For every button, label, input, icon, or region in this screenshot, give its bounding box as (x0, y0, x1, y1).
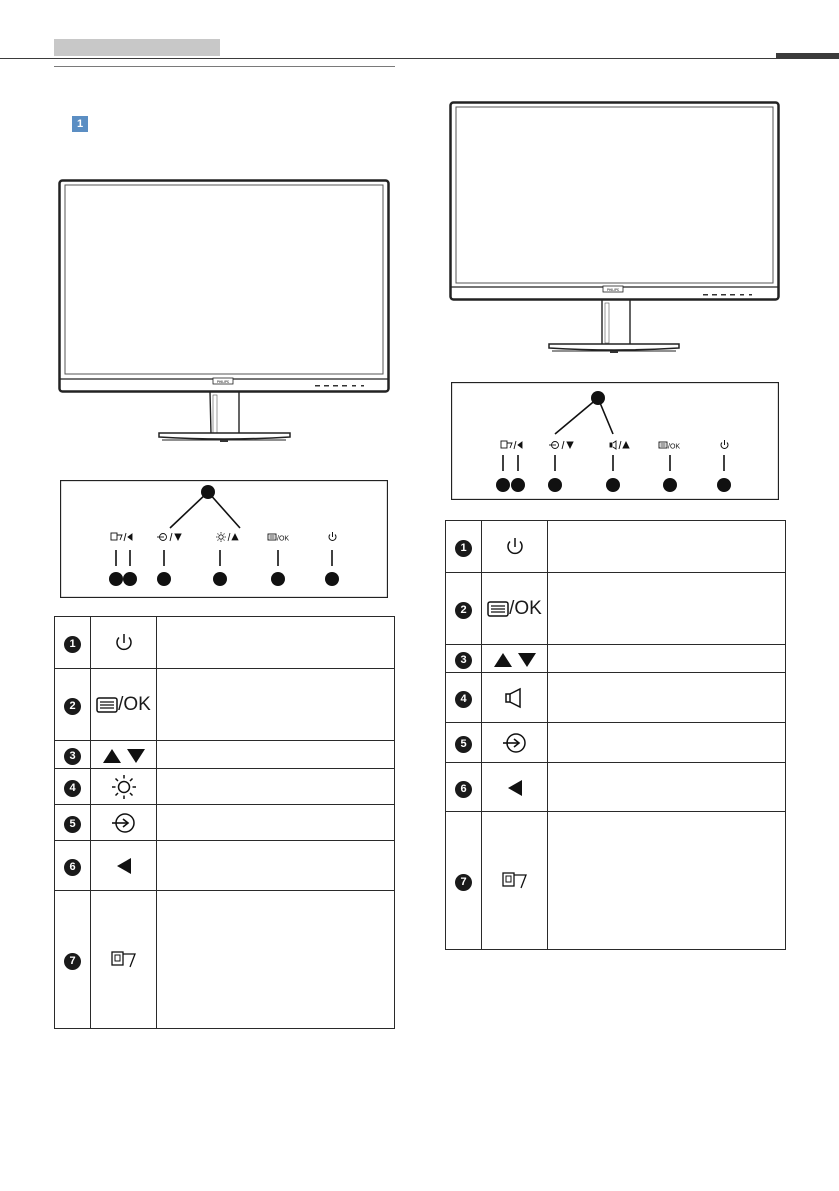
row-description (156, 740, 395, 769)
input-icon (111, 812, 135, 833)
power-label (720, 440, 729, 449)
row-number: 1 (64, 636, 81, 653)
row-number: 4 (455, 691, 472, 708)
volume-up-label (609, 440, 630, 450)
smartimage-icon (501, 872, 527, 888)
table-row: 2 /OK (445, 572, 786, 645)
row-number: 7 (64, 953, 81, 970)
row-description (156, 890, 395, 1029)
input-icon (502, 732, 526, 753)
top-rule (0, 58, 776, 60)
table-row: 7 (445, 811, 786, 950)
callout-dot-6 (511, 478, 525, 492)
row-number: 6 (64, 859, 81, 876)
menu-ok-label-text: /OK (277, 536, 289, 543)
row-number: 6 (455, 780, 472, 798)
monitor-front-left: PHILIPS (58, 179, 390, 442)
smartimage-back-label (110, 532, 133, 542)
table-row: 6 (445, 762, 786, 812)
callout-dot-4 (213, 572, 227, 586)
volume-icon (504, 687, 521, 708)
row-description (547, 644, 786, 673)
row-number: 2 (64, 698, 81, 715)
controls-table-left: 1 2 /OK 3 4 5 6 7 (54, 616, 395, 1029)
callout-dot-1 (325, 572, 339, 586)
controls-table-right: 1 2 /OK 3 4 5 6 7 (445, 520, 786, 950)
callout-dot-5 (157, 572, 171, 586)
row-number: 5 (455, 736, 472, 753)
up-down-triangles-icon (493, 652, 536, 667)
back-triangle-icon (116, 858, 131, 875)
table-row: 4 (54, 768, 395, 805)
row-number: 4 (64, 780, 81, 797)
callout-dot-7 (109, 572, 123, 586)
callout-dot-7 (496, 478, 510, 492)
table-row: 3 (54, 740, 395, 769)
input-down-label (157, 532, 182, 542)
row-number: 2 (455, 602, 472, 619)
row-number: 3 (455, 652, 472, 669)
row-number: 5 (64, 816, 81, 833)
section-number: 1 (72, 116, 88, 132)
callout-dot-1 (717, 478, 731, 492)
smartimage-icon (110, 951, 136, 967)
up-down-triangles-icon (102, 748, 145, 763)
menu-ok-label: /OK (267, 533, 289, 543)
table-row: 3 (445, 644, 786, 673)
table-row: 5 (445, 722, 786, 763)
row-description (547, 572, 786, 645)
row-description (156, 840, 395, 891)
row-description (156, 616, 395, 669)
row-description (156, 768, 395, 805)
back-triangle-icon (507, 779, 522, 796)
smartimage-back-label (500, 440, 523, 450)
button-panel-left: /OK (60, 480, 388, 598)
monitor-front-right: PHILIPS (449, 101, 780, 353)
callout-dot-2 (271, 572, 285, 586)
table-row: 1 (54, 616, 395, 669)
header-bar (54, 39, 220, 56)
menu-ok-icon (96, 696, 118, 713)
row-description (547, 672, 786, 723)
table-row: 4 (445, 672, 786, 723)
power-icon (506, 537, 523, 554)
table-row: 5 (54, 804, 395, 841)
menu-ok-icon (487, 600, 509, 617)
row-description (547, 762, 786, 812)
callout-dot-6 (123, 572, 137, 586)
row-number: 3 (64, 748, 81, 765)
top-rule-tab (776, 53, 839, 59)
row-description (547, 811, 786, 950)
row-number: 1 (455, 540, 472, 557)
brightness-icon (111, 774, 136, 799)
table-row: 6 (54, 840, 395, 891)
power-icon (115, 633, 132, 650)
callout-dot-2 (663, 478, 677, 492)
monitor-brand-label: PHILIPS (607, 288, 619, 292)
row-description (547, 520, 786, 573)
table-row: 1 (445, 520, 786, 573)
menu-ok-label: /OK (658, 441, 680, 451)
table-row: 2 /OK (54, 668, 395, 741)
power-label (328, 532, 337, 541)
row-number: 7 (455, 874, 472, 891)
ok-label: /OK (509, 597, 542, 619)
callout-dot-5 (548, 478, 562, 492)
ok-label: /OK (118, 693, 151, 715)
monitor-brand-label: PHILIPS (217, 380, 229, 384)
brightness-up-label (216, 532, 239, 542)
button-panel-right: /OK (451, 382, 779, 500)
table-row: 7 (54, 890, 395, 1029)
row-description (547, 722, 786, 763)
menu-ok-label-text: /OK (668, 444, 680, 451)
row-description (156, 804, 395, 841)
callout-dot-4 (606, 478, 620, 492)
input-down-label (549, 440, 574, 450)
row-description (156, 668, 395, 741)
header-divider (54, 66, 395, 67)
